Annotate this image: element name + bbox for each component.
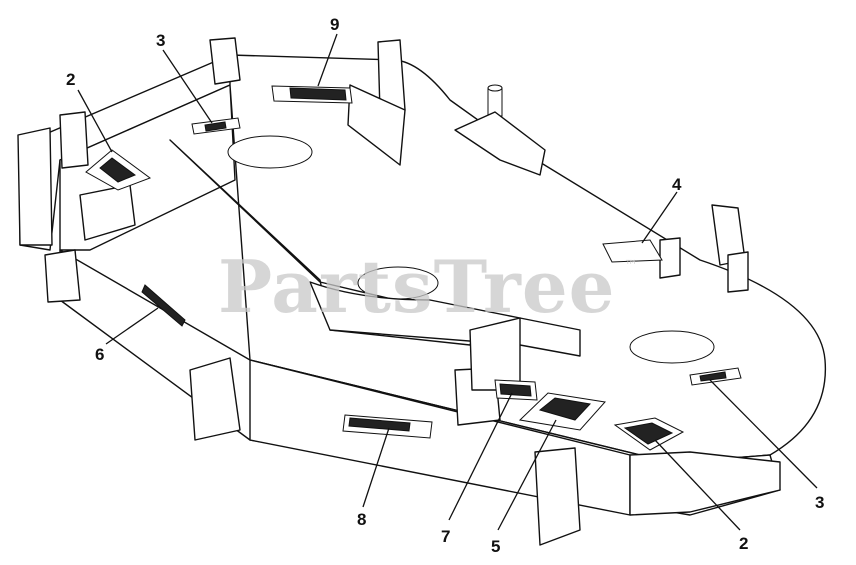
callout-7: 7: [441, 527, 450, 546]
callout-3-top: 3: [156, 31, 165, 50]
callout-8: 8: [357, 510, 366, 529]
decal-7: [494, 379, 538, 401]
decal-8: [342, 414, 433, 439]
callout-9: 9: [330, 15, 339, 34]
callout-3-right: 3: [815, 493, 824, 512]
decal-3-top: [191, 117, 241, 135]
decal-2-right: [613, 417, 685, 451]
callout-5: 5: [491, 537, 500, 556]
watermark-trademark: ™: [624, 258, 638, 274]
decal-2-left: [85, 149, 152, 191]
decal-3-right: [689, 367, 742, 386]
callout-2-right: 2: [739, 534, 748, 553]
callout-6: 6: [95, 345, 104, 364]
decal-5: [518, 392, 606, 431]
decal-4: [602, 239, 663, 263]
decal-6: [141, 284, 186, 327]
callout-4: 4: [672, 175, 682, 194]
callout-labels: 9 3 2 4 6 8 7 5 2 3: [66, 15, 824, 556]
decal-9: [271, 85, 353, 104]
callout-2-left: 2: [66, 70, 75, 89]
mower-deck: [17, 37, 827, 546]
leader-lines: [77, 33, 818, 531]
watermark-text: PartsTree: [218, 244, 615, 329]
